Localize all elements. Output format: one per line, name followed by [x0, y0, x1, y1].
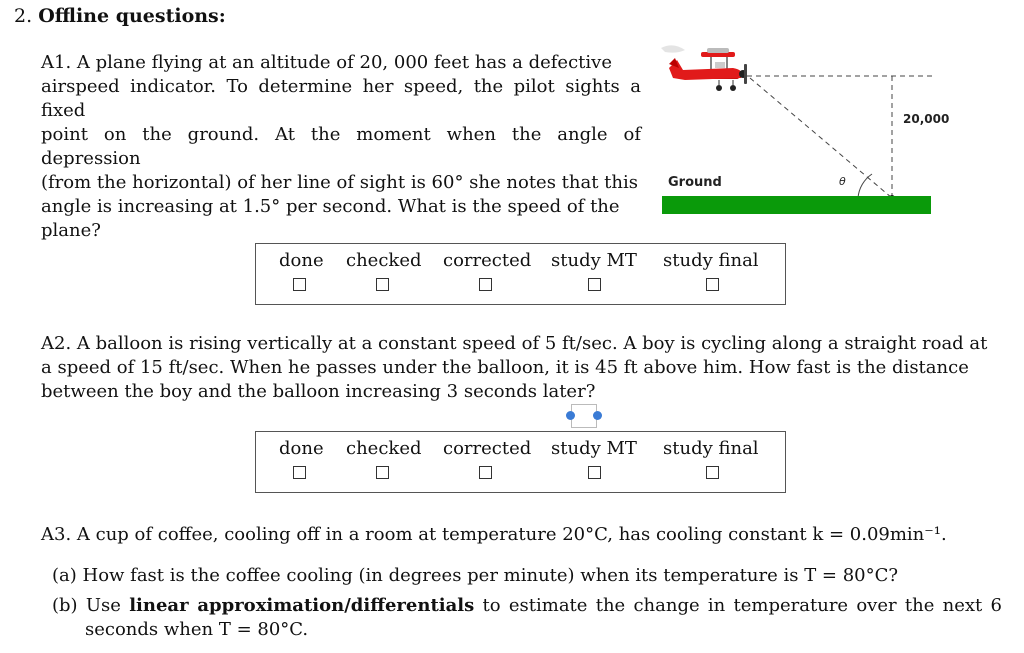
- a1-line: point on the ground. At the moment when …: [41, 124, 641, 169]
- checkbox-checked[interactable]: [376, 466, 389, 479]
- col-corrected: corrected: [443, 438, 532, 459]
- section-title: Offline questions:: [38, 5, 226, 27]
- a1-line: plane?: [41, 220, 101, 241]
- part-b-prefix: (b) Use: [52, 595, 121, 616]
- ground-bar: [662, 196, 931, 214]
- checkbox-done[interactable]: [293, 278, 306, 291]
- question-a2: A2. A balloon is rising vertically at a …: [41, 332, 999, 404]
- part-b-suffix: to estimate the change in temperature ov…: [85, 595, 1002, 640]
- col-done: done: [279, 438, 324, 459]
- checklist-a1: done checked corrected study MT study fi…: [255, 243, 786, 305]
- a1-line: angle is increasing at 1.5° per second. …: [41, 196, 620, 217]
- biplane-icon: [661, 45, 747, 91]
- checkbox-corrected[interactable]: [479, 278, 492, 291]
- a1-line: A1. A plane flying at an altitude of 20,…: [41, 52, 612, 73]
- section-number: 2.: [14, 5, 33, 27]
- checkbox-study-final[interactable]: [706, 278, 719, 291]
- checkbox-study-final[interactable]: [706, 466, 719, 479]
- resize-handle-widget[interactable]: [566, 404, 602, 430]
- plane-diagram: 20,000 Ground θ: [661, 45, 949, 214]
- checklist-a2: done checked corrected study MT study fi…: [255, 431, 786, 493]
- col-study-final: study final: [663, 438, 759, 459]
- checkbox-study-mt[interactable]: [588, 278, 601, 291]
- right-handle-icon[interactable]: [593, 411, 602, 420]
- left-handle-icon[interactable]: [566, 411, 575, 420]
- col-study-mt: study MT: [551, 438, 637, 459]
- question-a1: A1. A plane flying at an altitude of 20,…: [41, 51, 641, 243]
- col-checked: checked: [346, 438, 422, 459]
- ground-label: Ground: [668, 175, 722, 190]
- a2-line: between the boy and the balloon increasi…: [41, 381, 596, 402]
- angle-label: θ: [839, 175, 846, 188]
- col-study-mt: study MT: [551, 250, 637, 271]
- checkbox-corrected[interactable]: [479, 466, 492, 479]
- col-checked: checked: [346, 250, 422, 271]
- a2-line: A2. A balloon is rising vertically at a …: [41, 333, 988, 354]
- altitude-label: 20,000: [903, 112, 949, 126]
- checkbox-done[interactable]: [293, 466, 306, 479]
- checkbox-checked[interactable]: [376, 278, 389, 291]
- col-corrected: corrected: [443, 250, 532, 271]
- part-b-bold: linear approximation/differentials: [129, 595, 475, 616]
- checkbox-study-mt[interactable]: [588, 466, 601, 479]
- a2-line: a speed of 15 ft/sec. When he passes und…: [41, 357, 969, 378]
- section-heading: 2. Offline questions:: [14, 5, 226, 27]
- angle-arc: [857, 173, 873, 199]
- question-a3-part-b: (b) Use linear approximation/differentia…: [52, 594, 1002, 642]
- a1-line: airspeed indicator. To determine her spe…: [41, 76, 641, 121]
- col-study-final: study final: [663, 250, 759, 271]
- question-a3-intro: A3. A cup of coffee, cooling off in a ro…: [41, 524, 947, 545]
- col-done: done: [279, 250, 324, 271]
- line-of-sight: [749, 77, 893, 199]
- a1-line: (from the horizontal) of her line of sig…: [41, 172, 638, 193]
- question-a3-part-a: (a) How fast is the coffee cooling (in d…: [52, 565, 899, 586]
